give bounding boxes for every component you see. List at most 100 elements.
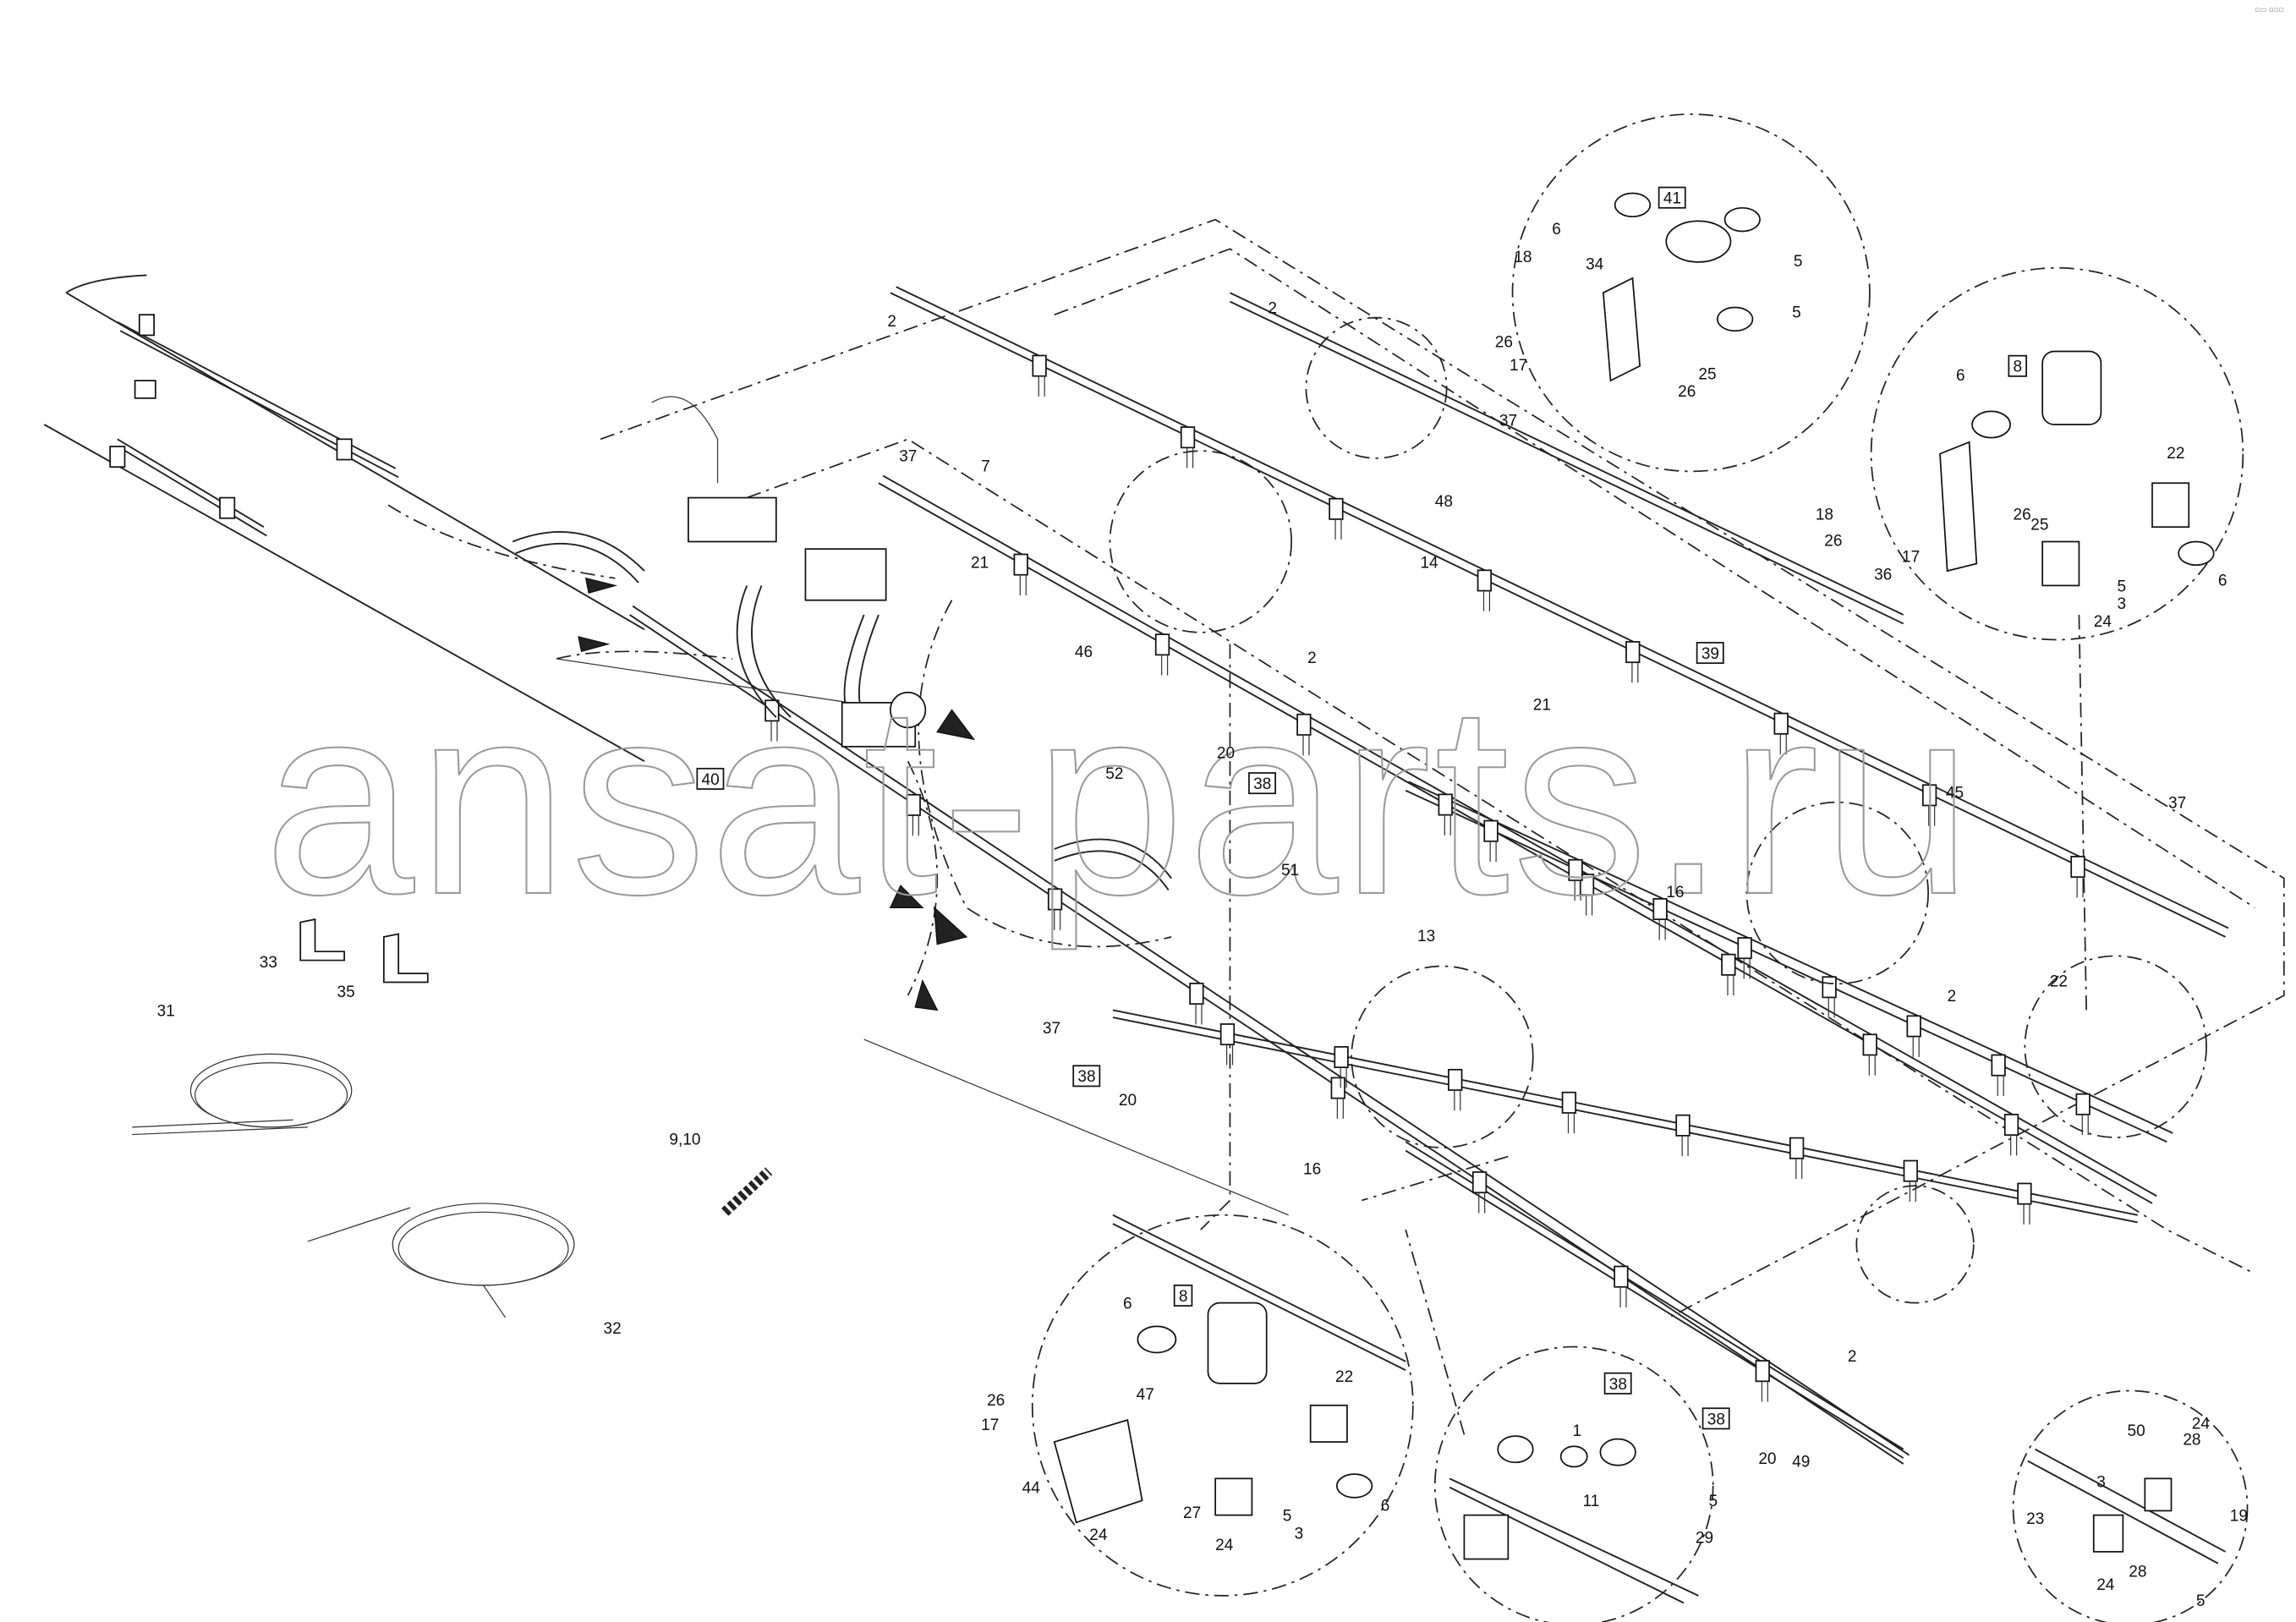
callout-label: 44 bbox=[1022, 1480, 1041, 1498]
callout-label: 5 bbox=[2117, 578, 2126, 595]
callout-label: 24 bbox=[1089, 1526, 1108, 1544]
callout-label: 38 bbox=[1253, 775, 1271, 793]
nozzle-stem bbox=[1019, 574, 1027, 595]
callout-label: 45 bbox=[1946, 784, 1964, 802]
callout-label: 2 bbox=[1848, 1348, 1857, 1366]
callout-label: 37 bbox=[1499, 413, 1517, 430]
callout-label: 29 bbox=[1696, 1530, 1713, 1548]
nozzle-stem bbox=[1161, 655, 1169, 676]
nozzle-stem bbox=[1631, 662, 1639, 683]
nozzle-stem bbox=[1909, 1181, 1916, 1202]
nozzle-stem bbox=[1727, 974, 1734, 996]
callout-label: 26 bbox=[987, 1392, 1005, 1410]
nozzle-body bbox=[2017, 1182, 2032, 1205]
callout-label: 17 bbox=[1510, 357, 1527, 375]
callout-label: 25 bbox=[1698, 365, 1716, 383]
callout-label: 11 bbox=[1583, 1493, 1600, 1510]
nozzle-stem bbox=[1658, 919, 1666, 940]
callout-label: 36 bbox=[1874, 566, 1892, 584]
callout-label: 6 bbox=[1123, 1296, 1132, 1313]
callout-label: 5 bbox=[2196, 1592, 2206, 1610]
callout-label: 37 bbox=[899, 447, 917, 465]
callout-label: 46 bbox=[1075, 644, 1093, 661]
nozzle-stem bbox=[1928, 805, 1936, 826]
callout-label: 38 bbox=[1707, 1411, 1725, 1428]
callout-label: 6 bbox=[1956, 367, 1965, 385]
watermark: ansat-parts.ru bbox=[264, 648, 1975, 952]
nozzle-body bbox=[1483, 819, 1499, 842]
nozzle-stem bbox=[1489, 841, 1497, 863]
assembly-frame-lines bbox=[387, 218, 2285, 1435]
nozzle-stem bbox=[1225, 1044, 1234, 1066]
nozzle-body bbox=[1561, 1091, 1577, 1114]
nozzle-body bbox=[1625, 641, 1641, 664]
nozzle-stem bbox=[1454, 1090, 1461, 1111]
nozzle-stem bbox=[1779, 733, 1787, 755]
callout-label: 22 bbox=[2050, 973, 2068, 991]
nozzle-body bbox=[2003, 1114, 2019, 1137]
callout-label: 17 bbox=[981, 1417, 999, 1434]
nozzle-body bbox=[1862, 1033, 1877, 1056]
callout-label: 19 bbox=[2230, 1508, 2248, 1526]
callout-label: 37 bbox=[2168, 795, 2186, 813]
callout-label: 16 bbox=[1303, 1160, 1321, 1178]
callout-label: 18 bbox=[1514, 249, 1532, 266]
bracket-35 bbox=[383, 933, 429, 984]
nozzle-stem bbox=[1336, 1098, 1344, 1119]
nozzle-body bbox=[2075, 1093, 2091, 1115]
callout-box bbox=[2008, 354, 2027, 377]
nozzle-body bbox=[1477, 569, 1493, 592]
corner-mark: ▫▭ ▫▫▫ bbox=[2255, 6, 2283, 14]
spiral-wrap-9-10 bbox=[721, 1167, 773, 1216]
loose-parts bbox=[132, 577, 976, 1318]
callout-label: 5 bbox=[1708, 1493, 1718, 1510]
nozzle-body bbox=[1789, 1137, 1805, 1159]
nozzle-stem bbox=[1482, 590, 1491, 611]
nozzle-body bbox=[1032, 354, 1047, 377]
callout-label: 5 bbox=[1794, 253, 1803, 271]
callout-label: 13 bbox=[1417, 928, 1435, 945]
nozzle-body bbox=[1721, 953, 1736, 976]
nozzle-body bbox=[1906, 1015, 1921, 1038]
callout-label: 8 bbox=[1179, 1288, 1188, 1306]
callout-label: 41 bbox=[1663, 190, 1681, 208]
callout-label: 26 bbox=[1678, 383, 1696, 401]
callout-label: 14 bbox=[1420, 555, 1438, 573]
callout-label: 49 bbox=[1792, 1454, 1810, 1471]
nozzle-body bbox=[2070, 855, 2085, 878]
callout-label: 20 bbox=[1217, 745, 1235, 763]
callout-box bbox=[1658, 186, 1686, 209]
nozzle-body bbox=[1448, 1068, 1463, 1091]
nozzle-stem bbox=[1827, 997, 1835, 1018]
callout-label: 28 bbox=[2183, 1432, 2200, 1449]
nozzle-body bbox=[1013, 553, 1028, 576]
nozzle-stem bbox=[1334, 518, 1342, 540]
callout-label: 24 bbox=[2192, 1416, 2211, 1433]
callout-box bbox=[1603, 1372, 1632, 1395]
callout-label: 40 bbox=[702, 771, 720, 789]
callout-label: 33 bbox=[260, 954, 277, 972]
callout-label: 20 bbox=[1119, 1092, 1137, 1110]
nozzle-stem bbox=[1997, 1075, 2004, 1096]
nozzle-body bbox=[1329, 497, 1344, 520]
nozzle-stem bbox=[1444, 814, 1451, 836]
callout-label: 39 bbox=[1701, 645, 1719, 663]
nozzle-stem bbox=[1868, 1055, 1876, 1076]
callout-label: 28 bbox=[2129, 1563, 2146, 1581]
callout-label: 35 bbox=[337, 984, 355, 1001]
callout-label: 1 bbox=[1573, 1422, 1582, 1440]
callout-label: 24 bbox=[1215, 1537, 1234, 1554]
callout-label: 8 bbox=[2014, 359, 2023, 376]
callout-label: 7 bbox=[981, 458, 990, 475]
callout-label: 26 bbox=[1824, 533, 1842, 551]
callout-box bbox=[1696, 642, 1724, 665]
direction-arrows bbox=[578, 577, 976, 945]
nozzle-body bbox=[1189, 983, 1204, 1005]
callout-label: 24 bbox=[2094, 613, 2112, 631]
callout-label: 47 bbox=[1137, 1386, 1154, 1404]
nozzle-body bbox=[1822, 976, 1837, 999]
callout-label: 2 bbox=[887, 313, 896, 331]
callout-label: 3 bbox=[1295, 1525, 1304, 1543]
callout-label: 23 bbox=[2026, 1510, 2044, 1528]
